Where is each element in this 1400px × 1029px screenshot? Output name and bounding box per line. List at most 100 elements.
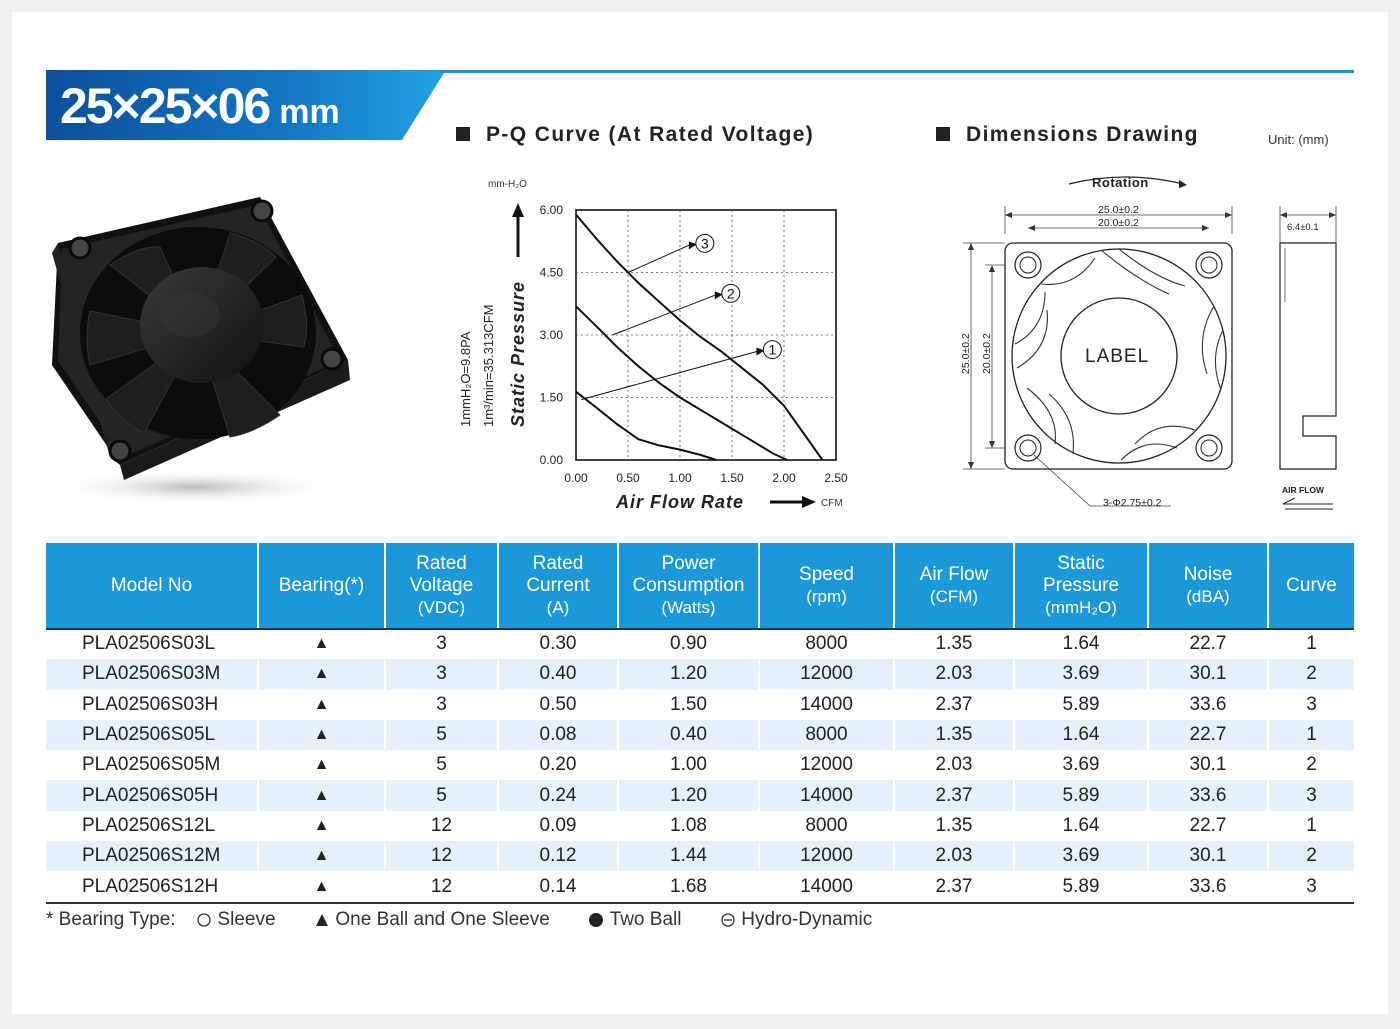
table-cell: 2.03 xyxy=(894,750,1015,781)
bearing-symbol: ▲ xyxy=(258,871,386,902)
table-cell: PLA02506S03H xyxy=(46,689,259,720)
column-header-label: Curve xyxy=(1286,575,1337,596)
table-cell: 30.1 xyxy=(1148,841,1269,872)
x-tick-label: 0.00 xyxy=(564,471,588,485)
thickness-dim: 6.4±0.1 xyxy=(1287,222,1319,233)
table-cell: 0.08 xyxy=(498,719,619,751)
column-header: Noise (dBA) xyxy=(1148,543,1269,629)
table-cell: 33.6 xyxy=(1148,689,1269,720)
column-header-label: Rated Current xyxy=(526,553,590,596)
table-cell: 5 xyxy=(385,719,499,751)
curve-number-circle xyxy=(721,283,741,303)
air-flow-label: AIR FLOW xyxy=(1282,485,1325,495)
column-header-unit: (A) xyxy=(546,598,570,617)
y-tick-label: 4.50 xyxy=(540,266,564,280)
table-cell: 1 xyxy=(1268,719,1354,751)
y-tick-label: 6.00 xyxy=(540,203,564,217)
table-cell: 5.89 xyxy=(1014,689,1149,720)
table-cell: 0.09 xyxy=(498,810,619,842)
title-band xyxy=(46,70,446,140)
table-cell: 12 xyxy=(385,841,499,872)
unit-note: Unit: (mm) xyxy=(1268,132,1329,147)
legend-two-ball: Two Ball xyxy=(609,909,682,930)
column-header: Power Consumption(Watts) xyxy=(618,543,760,629)
column-header-unit: (rpm) xyxy=(806,587,847,606)
size-unit: mm xyxy=(279,93,340,131)
legend-ball-sleeve: One Ball and One Sleeve xyxy=(335,909,550,930)
bearing-symbol: ▲ xyxy=(258,689,386,720)
table-cell: 3.69 xyxy=(1014,750,1149,781)
table-cell: 8000 xyxy=(759,719,895,751)
curve-number-label: 2 xyxy=(727,285,735,301)
column-header: Curve xyxy=(1268,543,1354,629)
table-cell: 22.7 xyxy=(1148,719,1269,751)
table-cell: 2.37 xyxy=(894,871,1015,902)
column-header: Speed (rpm) xyxy=(759,543,895,629)
fan-label-text: LABEL xyxy=(1085,346,1149,367)
table-cell: 3 xyxy=(385,629,499,660)
x-tick-label: 2.50 xyxy=(824,471,848,485)
table-cell: 1.08 xyxy=(618,810,760,842)
table-cell: 2 xyxy=(1268,659,1354,690)
column-header: Air Flow (CFM) xyxy=(894,543,1015,629)
column-header: Rated Voltage(VDC) xyxy=(385,543,499,629)
pq-curve-1 xyxy=(575,390,717,461)
y-unit-label: mm-H₂O xyxy=(488,179,527,190)
table-cell: 12000 xyxy=(759,841,895,872)
table-cell: 0.50 xyxy=(498,689,619,720)
table-cell: 0.24 xyxy=(498,780,619,811)
fan-product-image xyxy=(45,197,350,505)
table-cell: PLA02506S12H xyxy=(46,871,259,902)
table-cell: 0.20 xyxy=(498,750,619,781)
x-axis-label: Air Flow Rate xyxy=(615,492,744,512)
legend-hydro-dynamic: Hydro-Dynamic xyxy=(741,909,873,930)
column-header: Rated Current (A) xyxy=(498,543,619,629)
y-tick-label: 3.00 xyxy=(540,328,564,342)
column-header-label: Model No xyxy=(110,575,193,596)
mount-hole-dim: 3-Φ2.75±0.2 xyxy=(1103,497,1162,509)
hydro-dynamic-icon xyxy=(721,913,735,927)
air-flow-arrow-icon xyxy=(1282,497,1333,510)
table-cell: 12000 xyxy=(759,659,895,690)
pq-curve-3 xyxy=(575,213,824,461)
callout-line xyxy=(627,244,690,273)
table-cell: 1.20 xyxy=(618,780,760,811)
column-header-label: Air Flow xyxy=(919,564,989,585)
table-cell: 2.37 xyxy=(894,780,1015,811)
table-cell: 2 xyxy=(1268,841,1354,872)
table-cell: 1.64 xyxy=(1014,629,1149,660)
bearing-symbol: ▲ xyxy=(258,719,386,751)
y-tick-label: 1.50 xyxy=(540,391,564,405)
table-cell: 33.6 xyxy=(1148,871,1269,902)
callout-arrow-icon xyxy=(756,347,765,356)
table-cell: 2.03 xyxy=(894,659,1015,690)
curve-number-label: 1 xyxy=(769,342,777,358)
table-divider xyxy=(46,902,1354,904)
x-tick-label: 2.00 xyxy=(772,471,796,485)
column-header-unit: (mmH₂O) xyxy=(1045,598,1117,617)
legend-sleeve: Sleeve xyxy=(217,909,276,930)
column-header-label: Noise xyxy=(1183,564,1233,585)
table-cell: PLA02506S12M xyxy=(46,841,259,872)
column-header-unit: (dBA) xyxy=(1186,587,1230,606)
column-header: Bearing(*) xyxy=(258,543,386,629)
table-cell: 0.40 xyxy=(618,719,760,751)
table-cell: 2.37 xyxy=(894,689,1015,720)
bearing-symbol: ▲ xyxy=(258,810,386,842)
table-cell: 1 xyxy=(1306,633,1317,655)
column-header-unit: (CFM) xyxy=(929,587,979,606)
column-header-label: Speed xyxy=(799,564,854,585)
y-axis-label: Static Pressure xyxy=(508,281,528,427)
column-header-unit: (Watts) xyxy=(661,598,716,617)
square-bullet-icon xyxy=(936,127,950,141)
column-header-label: Bearing(*) xyxy=(278,575,365,596)
pq-curve-2 xyxy=(575,305,788,461)
table-cell: 3.69 xyxy=(1014,659,1149,690)
